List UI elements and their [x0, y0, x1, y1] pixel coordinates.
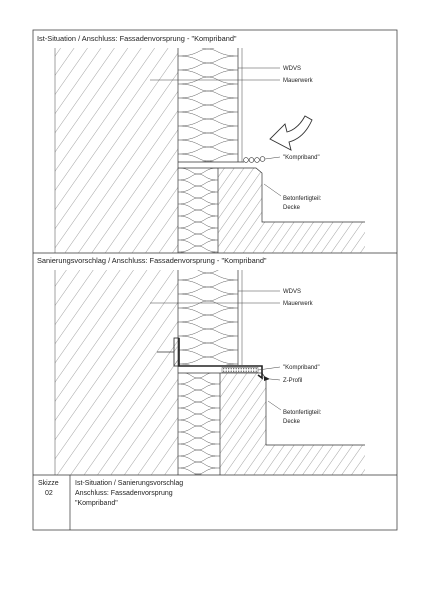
- sheet-frame: [32, 29, 398, 531]
- sketch-label: Skizze: [38, 480, 59, 487]
- masonry-section: [55, 48, 178, 253]
- label-betonfertigteil: Betonfertigteil:: [283, 196, 322, 202]
- insulation-lower: [178, 168, 218, 253]
- kompriband-band: [221, 367, 259, 373]
- label-decke: Decke: [283, 205, 301, 211]
- kompriband-symbol: [243, 156, 266, 163]
- curved-arrow-icon: [269, 115, 313, 151]
- label-mauerwerk: Mauerwerk: [283, 78, 314, 84]
- label-wdvs: WDVS: [283, 289, 301, 295]
- title-line-2: Anschluss: Fassadenvorsprung: [75, 490, 173, 497]
- concrete-slab-section: [218, 168, 365, 253]
- label-z-profil: Z-Profil: [283, 378, 302, 384]
- label-kompriband: "Kompriband": [283, 155, 320, 161]
- label-wdvs: WDVS: [283, 66, 301, 72]
- title-block: Skizze 02 Ist-Situation / Sanierungsvors…: [38, 480, 183, 507]
- leader-betonfertigteil: [263, 183, 282, 197]
- sketch-number: 02: [45, 490, 53, 497]
- z-profile: [178, 338, 263, 380]
- panel-ist-situation: Ist-Situation / Anschluss: Fassadenvorsp…: [37, 34, 365, 253]
- title-line-1: Ist-Situation / Sanierungsvorschlag: [75, 480, 183, 487]
- panel-title: Sanierungsvorschlag / Anschluss: Fassade…: [37, 256, 267, 265]
- panel-sanierungsvorschlag: Sanierungsvorschlag / Anschluss: Fassade…: [37, 256, 365, 475]
- leader-betonfertigteil: [267, 400, 282, 411]
- leader-z-profil: [269, 378, 281, 381]
- leader-kompriband: [257, 366, 281, 371]
- concrete-slab-section: [220, 373, 365, 475]
- label-betonfertigteil: Betonfertigteil:: [283, 410, 322, 416]
- insulation-lower: [178, 373, 220, 475]
- masonry-section: [55, 270, 178, 475]
- label-mauerwerk: Mauerwerk: [283, 301, 314, 307]
- leader-kompriband: [264, 156, 281, 160]
- title-line-3: "Kompriband": [75, 500, 118, 507]
- label-decke: Decke: [283, 419, 301, 425]
- z-profile-arrowhead: [264, 376, 270, 381]
- wdvs-insulation-upper: [178, 270, 238, 365]
- label-kompriband: "Kompriband": [283, 365, 320, 371]
- concrete-slab-outline: [178, 167, 365, 223]
- wdvs-insulation-upper: [178, 48, 238, 162]
- panel-title: Ist-Situation / Anschluss: Fassadenvorsp…: [37, 34, 237, 43]
